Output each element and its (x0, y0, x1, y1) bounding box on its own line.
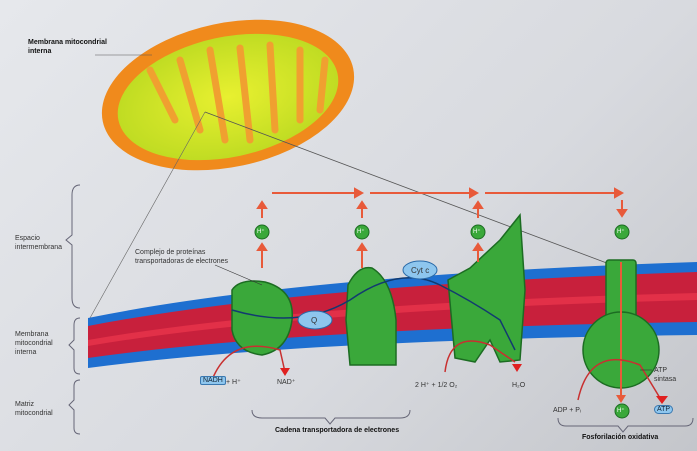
protein-complex-label: Complejo de proteínas transportadoras de… (135, 249, 228, 265)
oxygen-label: 2 H⁺ + 1/2 O₂ (415, 382, 458, 389)
atp-synthase-label: ATP sintasa (654, 367, 677, 383)
matrix-label: Matriz mitocondrial (15, 401, 53, 417)
etc-title: Cadena transportadora de electrones (275, 427, 400, 434)
nadh-suffix: + H⁺ (226, 379, 241, 386)
inner-membrane-label: Membrana mitocondrial interna (15, 331, 53, 356)
intermembrane-space-label: Espacio intermembrana (15, 235, 63, 251)
side-braces (65, 184, 694, 435)
q-label: Q (311, 316, 318, 325)
h-plus-2: H⁺ (357, 229, 365, 235)
protein-complexes (231, 213, 660, 389)
adp-label: ADP + Pᵢ (553, 407, 582, 414)
atp-badge: ATP (654, 405, 674, 414)
nad-label: NAD⁺ (277, 379, 296, 386)
oxphos-title: Fosforilación oxidativa (582, 434, 659, 441)
h-plus-4: H⁺ (617, 229, 625, 235)
h-plus-matrix: H⁺ (617, 408, 625, 414)
h-plus-1: H⁺ (257, 229, 265, 235)
cyt-c-label: Cyt c (411, 266, 430, 275)
h-plus-3: H⁺ (473, 229, 481, 235)
water-label: H₂O (512, 382, 526, 389)
proton-flow-arrows (256, 187, 628, 268)
complex-iii (345, 266, 397, 366)
mitochondrion (101, 19, 355, 171)
nadh-badge: NADH (200, 376, 226, 385)
complex-iv (447, 213, 526, 363)
mitochondrial-membrane-title: Membrana mitocondrial interna (28, 39, 107, 55)
